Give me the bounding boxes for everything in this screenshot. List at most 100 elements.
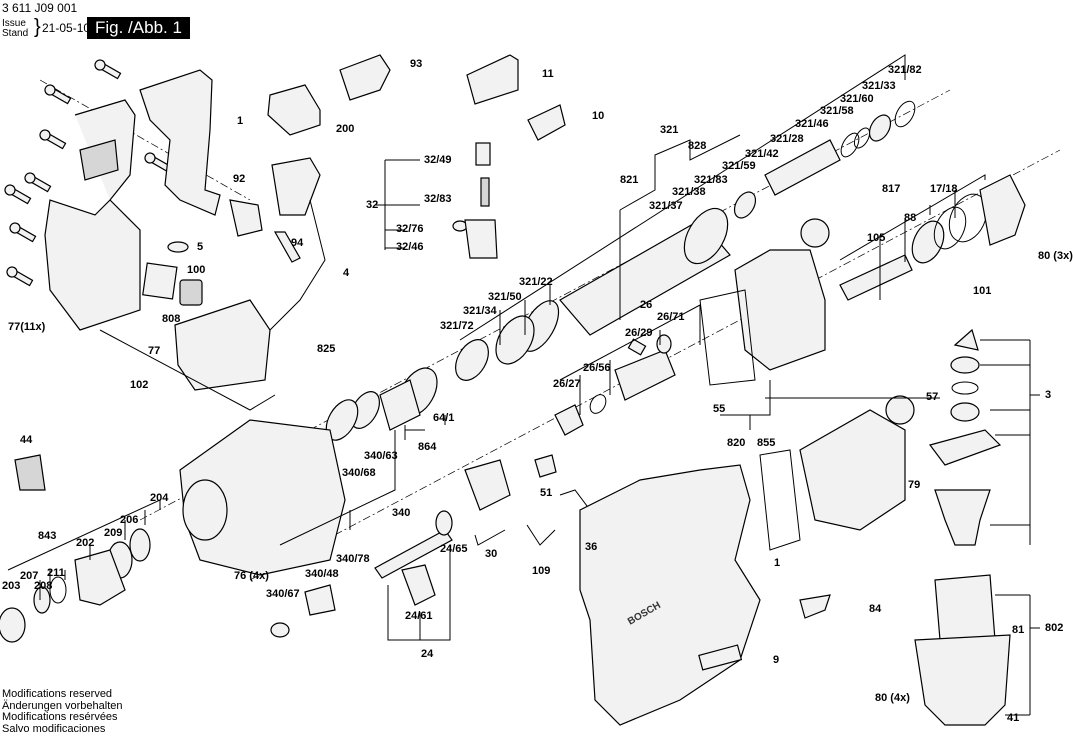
callout-76-4x: 76 (4x) bbox=[234, 570, 269, 582]
bearing-top bbox=[950, 356, 980, 374]
callout-77: 77 bbox=[148, 345, 161, 357]
stand-label: Stand bbox=[2, 28, 29, 39]
housing-half-right bbox=[139, 69, 221, 216]
callout-64-1: 64/1 bbox=[433, 412, 455, 424]
label-808 bbox=[142, 262, 178, 300]
callout-5: 5 bbox=[197, 241, 204, 253]
callout-30: 30 bbox=[485, 548, 498, 560]
issue-label: Issue bbox=[2, 18, 26, 29]
callout-864: 864 bbox=[418, 441, 437, 453]
front-housing-bore bbox=[182, 479, 228, 541]
callout-80-4x: 80 (4x) bbox=[875, 692, 910, 704]
label-9 bbox=[698, 644, 743, 671]
plate-340-48 bbox=[304, 584, 336, 616]
callout-340-48: 340/48 bbox=[305, 568, 339, 580]
o-ring-321-72 bbox=[455, 339, 489, 381]
callout-340: 340 bbox=[392, 507, 411, 519]
armature bbox=[934, 489, 991, 546]
gasket-55 bbox=[699, 289, 756, 386]
plate-92 bbox=[229, 199, 263, 237]
o-ring-321-58 bbox=[840, 132, 860, 158]
callout-32-83: 32/83 bbox=[424, 193, 452, 205]
brush-holder bbox=[464, 219, 498, 259]
callout-206: 206 bbox=[120, 514, 139, 526]
callout-321-38: 321/38 bbox=[672, 186, 706, 198]
footer-line-es: Salvo modificaciones bbox=[2, 722, 106, 735]
callout-321-83: 321/83 bbox=[694, 174, 728, 186]
intermediate-shaft-105 bbox=[839, 254, 913, 301]
callout-44: 44 bbox=[20, 434, 33, 446]
axis-line-lower bbox=[249, 149, 1061, 581]
callout-340-68: 340/68 bbox=[342, 467, 376, 479]
wire-harness bbox=[259, 199, 326, 341]
issue-date: 21-05-10 bbox=[42, 21, 91, 35]
cap-203 bbox=[0, 607, 26, 643]
callout-92: 92 bbox=[233, 173, 246, 185]
callout-leaders bbox=[7, 54, 1040, 716]
led-cap bbox=[179, 279, 203, 306]
callout-808: 808 bbox=[162, 313, 181, 325]
callout-321-50: 321/50 bbox=[488, 291, 522, 303]
callout-321-59: 321/59 bbox=[722, 160, 756, 172]
gasket-855 bbox=[759, 449, 801, 551]
ring-204 bbox=[129, 528, 151, 562]
callout-321-60: 321/60 bbox=[840, 93, 874, 105]
callout-10: 10 bbox=[592, 110, 605, 122]
callout-102: 102 bbox=[130, 379, 149, 391]
callout-321-58: 321/58 bbox=[820, 105, 854, 117]
brace-glyph: } bbox=[34, 16, 41, 38]
clutch-24-61 bbox=[401, 564, 436, 606]
callout-321-37: 321/37 bbox=[649, 200, 683, 212]
front-housing-340 bbox=[179, 419, 346, 576]
callout-1-main-housing: 1 bbox=[774, 557, 781, 569]
callout-321-22: 321/22 bbox=[519, 276, 553, 288]
ring-208 bbox=[33, 586, 51, 614]
callout-24-65: 24/65 bbox=[440, 543, 468, 555]
label-plate-11 bbox=[466, 54, 519, 105]
housing-half-left bbox=[44, 99, 141, 331]
switch-lever-84 bbox=[799, 594, 831, 619]
callout-26-56: 26/56 bbox=[583, 362, 611, 374]
clutch-ring bbox=[683, 207, 729, 265]
footer-line-fr: Modifications resérvées bbox=[2, 711, 118, 723]
callout-100: 100 bbox=[187, 264, 206, 276]
callout-93: 93 bbox=[410, 58, 423, 70]
callout-17-18: 17/18 bbox=[930, 183, 958, 195]
callout-57: 57 bbox=[926, 391, 939, 403]
switch-slider bbox=[339, 54, 391, 101]
switch-module bbox=[271, 157, 321, 216]
callout-80-3x: 80 (3x) bbox=[1038, 250, 1073, 262]
o-ring-26-56 bbox=[589, 394, 607, 414]
bearing-flange bbox=[979, 174, 1026, 246]
callout-81: 81 bbox=[1012, 624, 1025, 636]
o-ring-211 bbox=[49, 576, 67, 604]
callout-202: 202 bbox=[76, 537, 95, 549]
callout-843: 843 bbox=[38, 530, 57, 542]
callout-321-42: 321/42 bbox=[745, 148, 779, 160]
footer-notice: Modifications reserved Änderungen vorbeh… bbox=[2, 688, 122, 735]
shaft-321-28 bbox=[764, 139, 841, 196]
callout-109: 109 bbox=[532, 565, 551, 577]
callout-802: 802 bbox=[1045, 622, 1064, 634]
callout-321-28: 321/28 bbox=[770, 133, 804, 145]
callout-32: 32 bbox=[366, 199, 379, 211]
spring-clip-94 bbox=[273, 231, 301, 263]
callout-32-49: 32/49 bbox=[424, 154, 452, 166]
callout-88: 88 bbox=[904, 212, 917, 224]
callout-340-63: 340/63 bbox=[364, 450, 398, 462]
housing-screws bbox=[4, 59, 172, 287]
callout-821: 821 bbox=[620, 174, 639, 186]
callout-211: 211 bbox=[47, 567, 65, 579]
callout-340-67: 340/67 bbox=[266, 588, 300, 600]
motor-housing-41 bbox=[914, 634, 1011, 726]
detail-magnifier bbox=[800, 218, 830, 248]
dust-cap-202 bbox=[74, 549, 126, 606]
brush-spring bbox=[480, 177, 490, 207]
figure-label: Fig. /Abb. 1 bbox=[87, 17, 190, 39]
cam-30 bbox=[464, 459, 511, 511]
pinion bbox=[953, 328, 979, 351]
ring-26-71 bbox=[656, 334, 672, 354]
detail-magnifier-2 bbox=[885, 395, 915, 425]
callout-209: 209 bbox=[104, 527, 123, 539]
